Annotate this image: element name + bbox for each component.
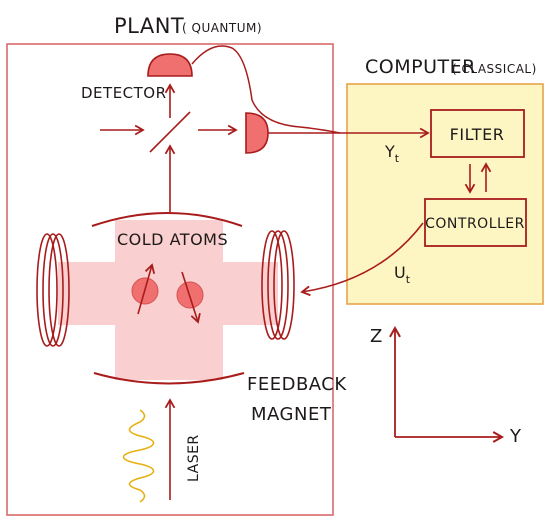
optical-trap	[58, 220, 278, 380]
atom-left-spin-arrow	[137, 263, 156, 315]
plant-subtitle: ( QUANTUM)	[182, 21, 262, 35]
cold-atoms-label: COLD ATOMS	[117, 230, 228, 249]
computer-subtitle: ( CLASSICAL)	[452, 62, 537, 76]
cavity-mirror-bottom	[93, 372, 245, 385]
plant-box	[6, 43, 334, 516]
plant-title: PLANT	[114, 14, 184, 38]
controller-label: CONTROLLER	[425, 216, 525, 232]
feedback-label: FEEDBACK	[247, 374, 347, 395]
detector-wire	[191, 45, 341, 134]
y-axis-label: Y	[509, 426, 522, 447]
beam-splitter	[149, 111, 191, 153]
filter-box	[430, 109, 525, 158]
z-axis-label: Z	[370, 326, 382, 347]
right-magnet-coil	[261, 230, 295, 340]
laser-label: LASER	[186, 434, 202, 482]
measurement-signal-label: Yt	[384, 142, 400, 165]
filter-label: FILTER	[450, 125, 505, 144]
laser-wave-packet	[122, 409, 155, 503]
computer-title: COMPUTER	[365, 56, 476, 78]
detector-label: DETECTOR	[81, 84, 167, 102]
atom-right-spin-arrow	[181, 271, 201, 324]
control-signal-label: Ut	[394, 263, 411, 286]
right-detector-icon	[245, 112, 269, 154]
magnet-label: MAGNET	[251, 404, 332, 425]
control-signal-line	[300, 222, 424, 297]
left-magnet-coil	[36, 233, 70, 347]
cavity-mirror-top	[91, 212, 243, 227]
controller-box	[424, 198, 527, 247]
top-detector-icon	[147, 53, 193, 77]
